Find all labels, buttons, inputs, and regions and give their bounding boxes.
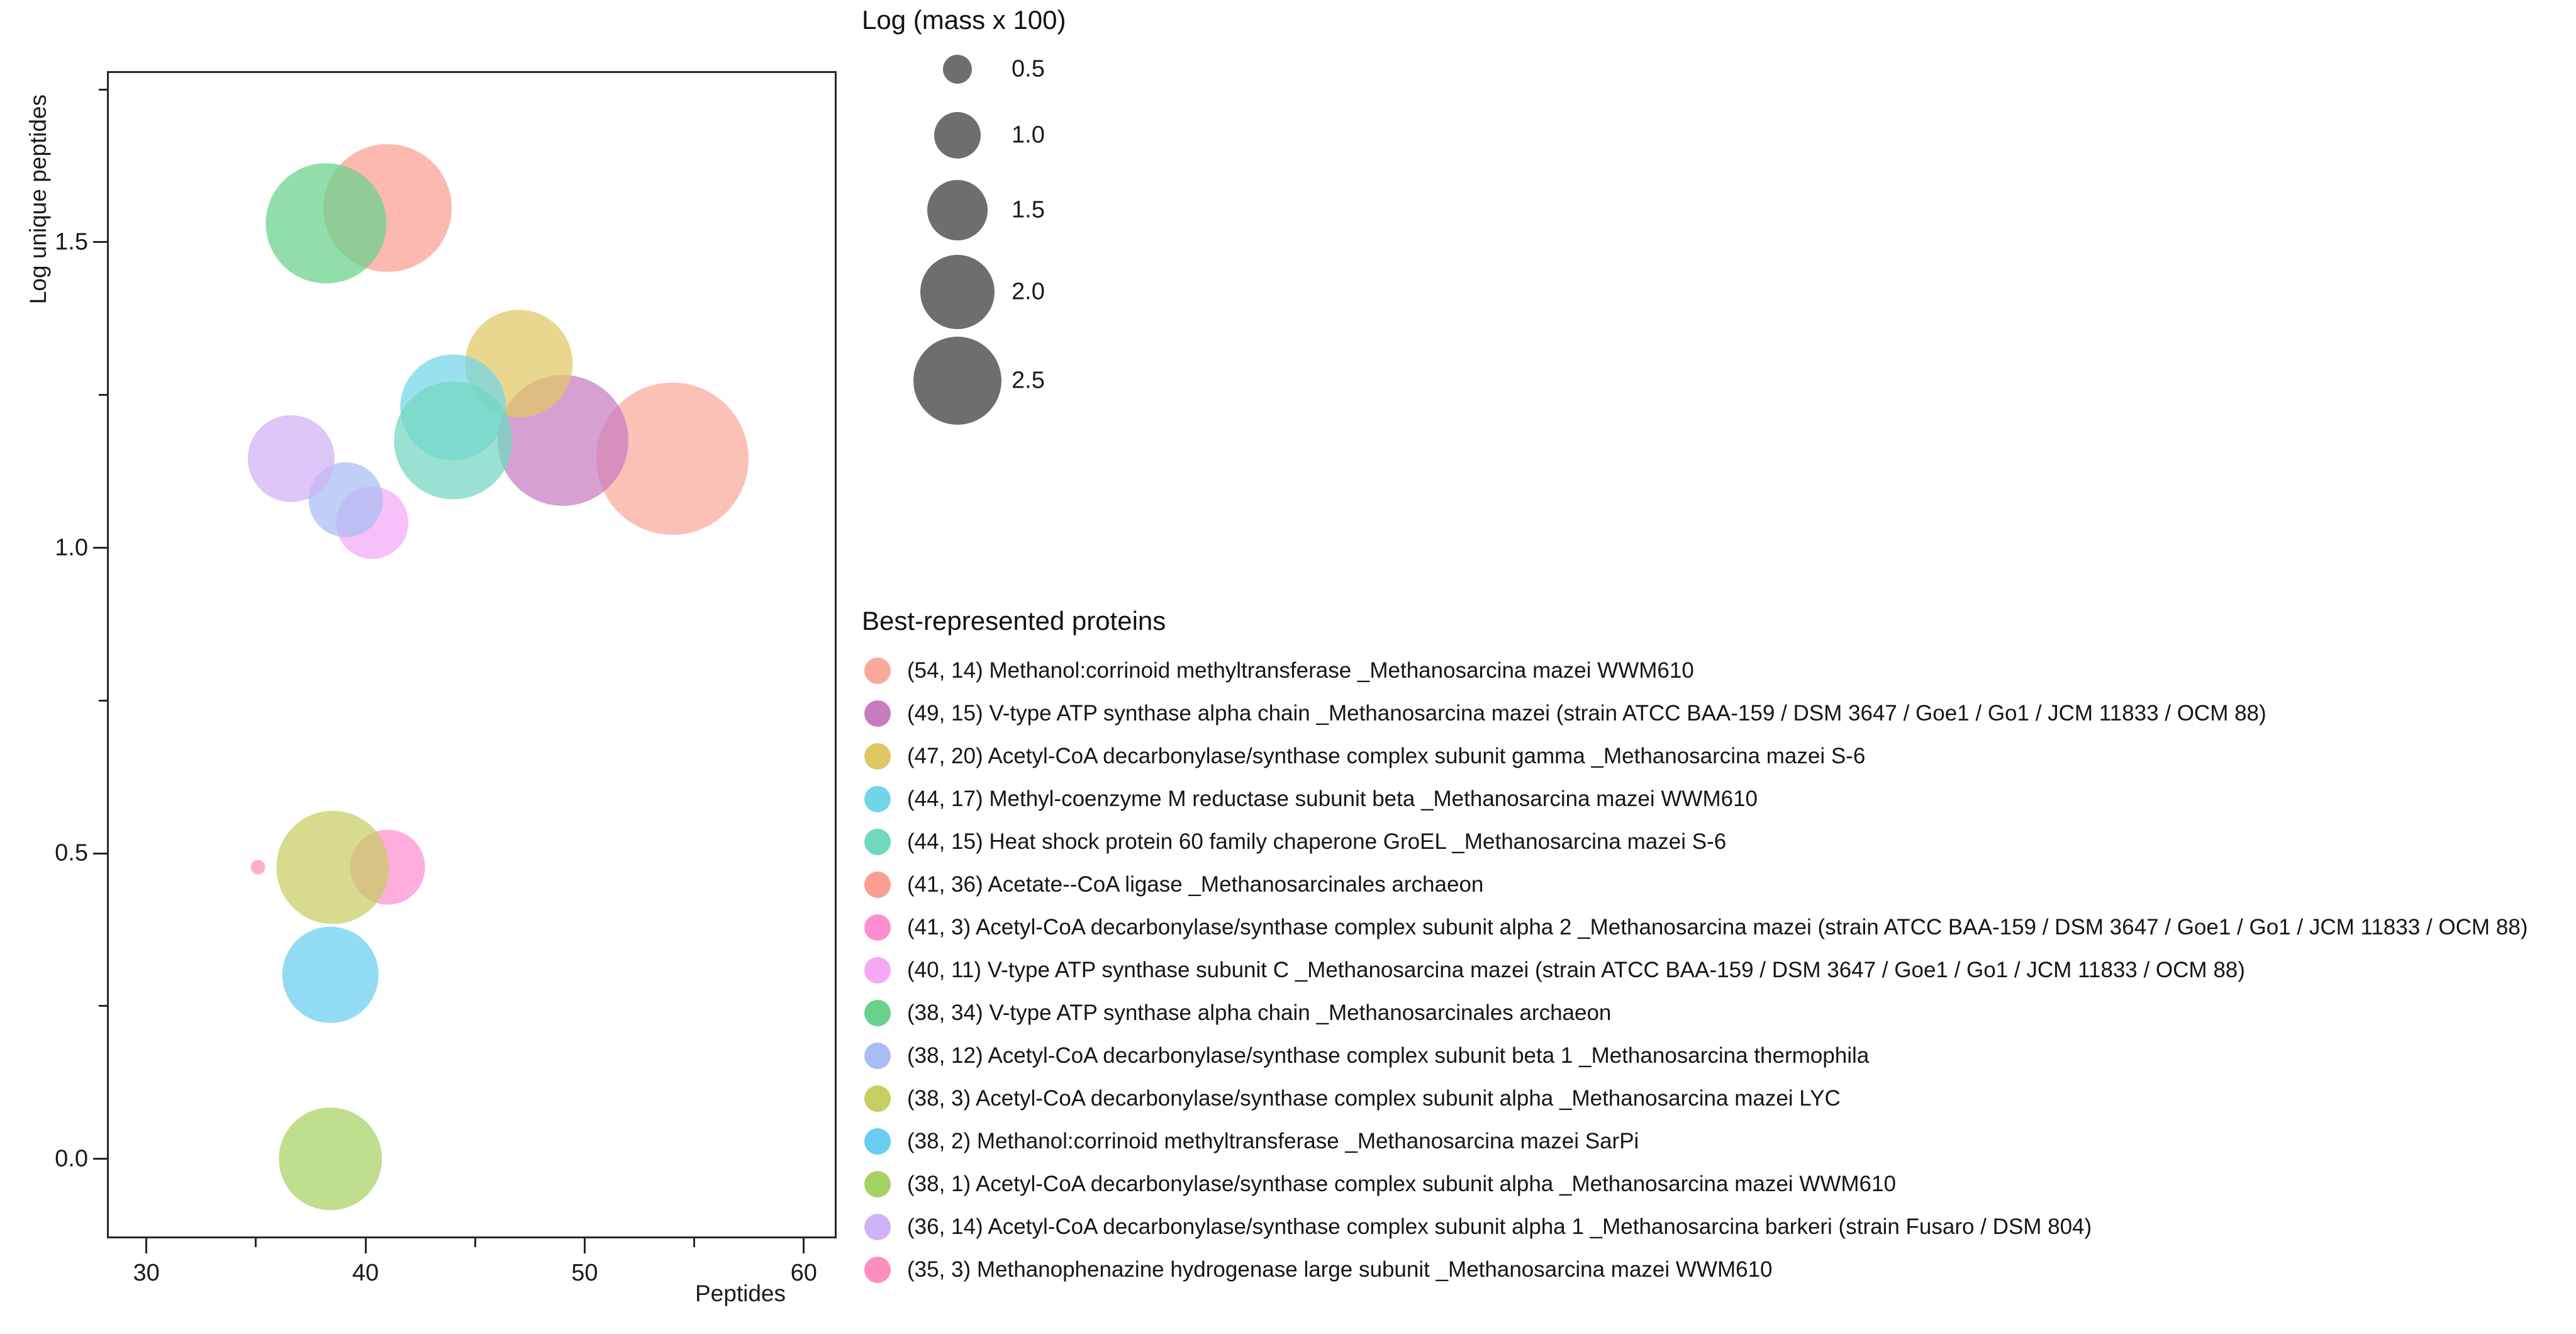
y-axis-tick-label: 0.5	[55, 839, 88, 866]
color-legend-swatch	[864, 957, 891, 984]
color-legend-swatch	[864, 1214, 891, 1240]
x-axis-tick-label: 60	[790, 1260, 817, 1286]
bubble-point	[276, 810, 389, 924]
x-axis-minor-tick	[255, 1238, 257, 1247]
y-axis-minor-tick	[99, 394, 107, 396]
color-legend-item[interactable]: (36, 14) Acetyl-CoA decarbonylase/syntha…	[862, 1208, 2092, 1247]
bubble-point	[250, 860, 265, 875]
color-legend-label: (38, 34) V-type ATP synthase alpha chain…	[907, 1000, 1612, 1025]
color-legend-label: (35, 3) Methanophenazine hydrogenase lar…	[907, 1257, 1773, 1282]
color-legend-item[interactable]: (38, 3) Acetyl-CoA decarbonylase/synthas…	[862, 1079, 1841, 1118]
color-legend-label: (44, 15) Heat shock protein 60 family ch…	[907, 829, 1727, 854]
y-axis-title: Log unique peptides	[25, 94, 51, 305]
x-axis-tick	[583, 1238, 586, 1253]
color-legend-swatch	[864, 872, 891, 898]
color-legend-title: Best-represented proteins	[862, 606, 1166, 636]
bubble-point	[265, 163, 386, 284]
color-legend-item[interactable]: (38, 1) Acetyl-CoA decarbonylase/synthas…	[862, 1165, 1896, 1204]
size-legend-swatch	[920, 255, 995, 329]
y-axis-tick	[93, 1158, 107, 1160]
size-legend-label: 1.0	[1012, 121, 1045, 149]
y-axis-tick	[93, 852, 107, 855]
color-legend-label: (38, 12) Acetyl-CoA decarbonylase/syntha…	[907, 1043, 1870, 1068]
color-legend-label: (38, 1) Acetyl-CoA decarbonylase/synthas…	[907, 1172, 1896, 1196]
plot-panel-border	[107, 71, 837, 1238]
x-axis-minor-tick	[474, 1238, 476, 1247]
size-legend-swatch	[943, 55, 972, 84]
bubble-point	[247, 415, 335, 502]
y-axis-tick-label: 1.5	[55, 228, 88, 255]
color-legend-item[interactable]: (44, 15) Heat shock protein 60 family ch…	[862, 822, 1726, 861]
color-legend-swatch	[864, 1043, 891, 1069]
x-axis-tick	[803, 1238, 805, 1253]
color-legend-swatch	[864, 658, 891, 684]
size-legend-swatch	[934, 112, 981, 159]
color-legend-swatch	[864, 786, 891, 812]
y-axis-minor-tick	[99, 88, 107, 91]
color-legend-label: (38, 3) Acetyl-CoA decarbonylase/synthas…	[907, 1086, 1841, 1111]
color-legend-item[interactable]: (54, 14) Methanol:corrinoid methyltransf…	[862, 651, 1694, 690]
color-legend-label: (40, 11) V-type ATP synthase subunit C _…	[907, 958, 2245, 982]
y-axis-minor-tick	[99, 699, 107, 702]
x-axis-minor-tick	[693, 1238, 696, 1247]
color-legend-item[interactable]: (40, 11) V-type ATP synthase subunit C _…	[862, 951, 2245, 990]
bubble-series	[107, 71, 837, 1238]
color-legend-swatch	[864, 1171, 891, 1197]
bubble-point	[394, 381, 512, 500]
color-legend-swatch	[864, 743, 891, 770]
color-legend-label: (38, 2) Methanol:corrinoid methyltransfe…	[907, 1129, 1639, 1153]
color-legend-swatch	[864, 1257, 891, 1283]
color-legend-item[interactable]: (38, 12) Acetyl-CoA decarbonylase/syntha…	[862, 1036, 1869, 1075]
plot-area: 0.0 0.5 1.0 1.5 30 40 50 60	[55, 71, 837, 1286]
color-legend-label: (36, 14) Acetyl-CoA decarbonylase/syntha…	[907, 1214, 2092, 1239]
size-legend-title: Log (mass x 100)	[862, 5, 1066, 35]
size-legend-label: 1.5	[1012, 196, 1045, 223]
color-legend-swatch	[864, 914, 891, 941]
size-legend-label: 0.5	[1012, 55, 1045, 82]
color-legend-label: (49, 15) V-type ATP synthase alpha chain…	[907, 701, 2267, 726]
x-axis-tick-label: 30	[133, 1260, 160, 1286]
color-legend-label: (41, 36) Acetate--CoA ligase _Methanosar…	[907, 872, 1484, 897]
y-axis-tick	[93, 547, 107, 549]
size-legend-swatch	[913, 337, 1001, 425]
size-legend-label: 2.5	[1012, 367, 1045, 394]
color-legend-label: (44, 17) Methyl-coenzyme M reductase sub…	[907, 787, 1758, 811]
color-legend-label: (54, 14) Methanol:corrinoid methyltransf…	[907, 658, 1694, 683]
color-legend-item[interactable]: (49, 15) V-type ATP synthase alpha chain…	[862, 694, 2267, 733]
y-axis-tick-label: 1.0	[55, 534, 88, 561]
x-axis-tick-label: 40	[352, 1260, 379, 1286]
color-legend-item[interactable]: (41, 36) Acetate--CoA ligase _Methanosar…	[862, 865, 1483, 904]
color-legend-item[interactable]: (44, 17) Methyl-coenzyme M reductase sub…	[862, 780, 1758, 819]
y-axis-tick	[93, 241, 107, 244]
color-legend-item[interactable]: (35, 3) Methanophenazine hydrogenase lar…	[862, 1250, 1773, 1289]
y-axis-tick-label: 0.0	[55, 1145, 88, 1172]
x-axis-tick	[145, 1238, 148, 1253]
color-legend-swatch	[864, 1000, 891, 1026]
x-axis-title: Peptides	[695, 1281, 786, 1306]
color-legend-swatch	[864, 1085, 891, 1112]
color-legend-swatch	[864, 1128, 891, 1155]
color-legend-swatch	[864, 829, 891, 855]
x-axis-tick	[364, 1238, 367, 1253]
color-legend-item[interactable]: (41, 3) Acetyl-CoA decarbonylase/synthas…	[862, 908, 2528, 947]
size-legend-swatch	[927, 180, 988, 240]
color-legend-label: (47, 20) Acetyl-CoA decarbonylase/syntha…	[907, 744, 1866, 768]
color-legend-item[interactable]: (38, 2) Methanol:corrinoid methyltransfe…	[862, 1122, 1639, 1161]
color-legend-item[interactable]: (47, 20) Acetyl-CoA decarbonylase/syntha…	[862, 737, 1865, 776]
bubble-point	[282, 927, 379, 1023]
y-axis-minor-tick	[99, 1005, 107, 1007]
size-legend-label: 2.0	[1012, 278, 1045, 305]
bubble-point	[279, 1107, 382, 1211]
color-legend-label: (41, 3) Acetyl-CoA decarbonylase/synthas…	[907, 915, 2528, 939]
color-legend-swatch	[864, 700, 891, 727]
x-axis-tick-label: 50	[571, 1260, 598, 1286]
color-legend-item[interactable]: (38, 34) V-type ATP synthase alpha chain…	[862, 994, 1611, 1033]
